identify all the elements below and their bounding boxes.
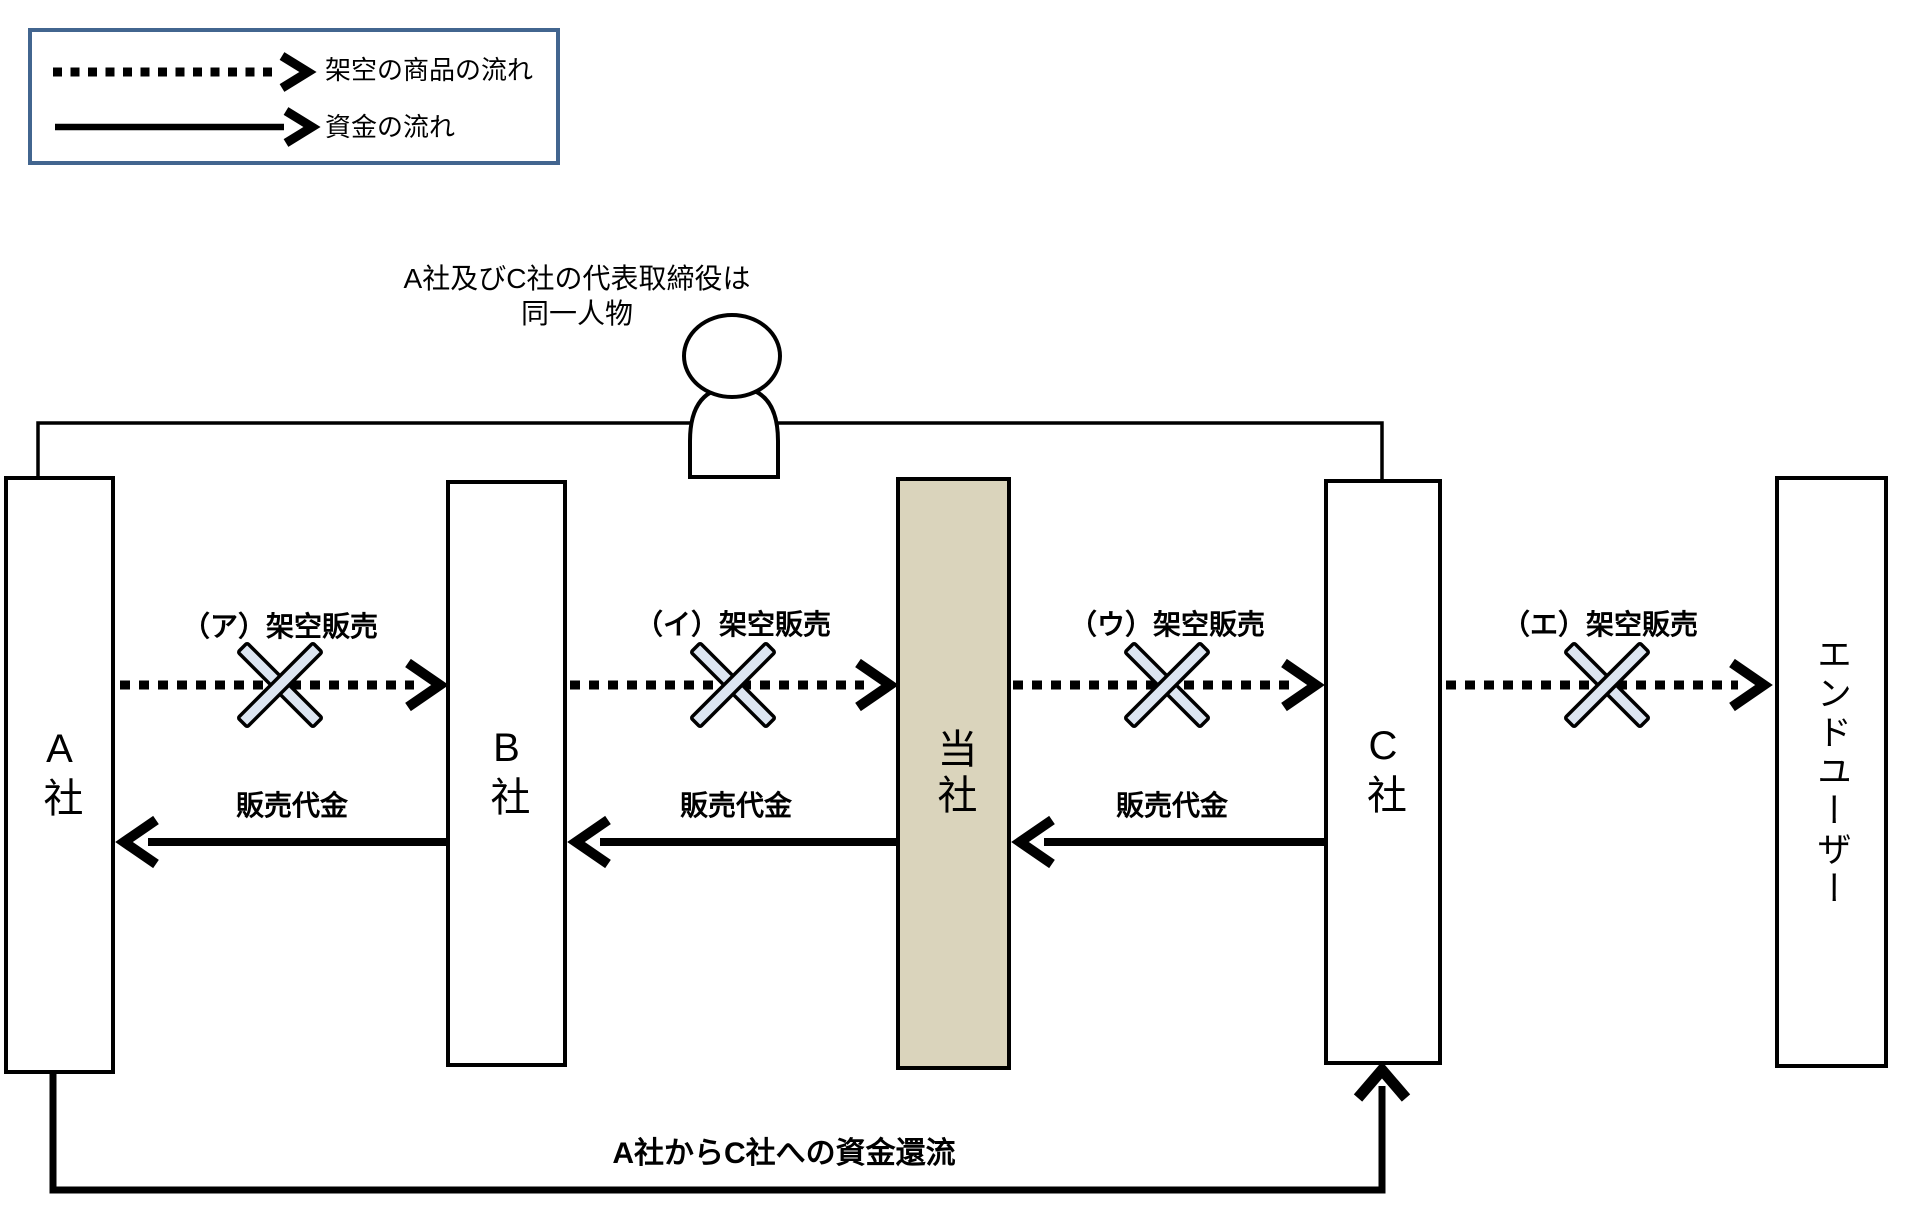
fictitious-flow-arrow-b-to-own bbox=[570, 658, 899, 712]
person-icon bbox=[682, 313, 782, 479]
legend-solid-arrow bbox=[55, 107, 321, 147]
x-mark-icon bbox=[690, 642, 776, 728]
note-line-1: A社及びC社の代表取締役は bbox=[403, 263, 751, 294]
fictitious-flow-arrow-c-to-enduser bbox=[1446, 658, 1773, 712]
person-body bbox=[688, 384, 780, 479]
payment-label-own-to-b: 販売代金 bbox=[679, 790, 792, 821]
fictitious-flow-arrow-own-to-c bbox=[1013, 658, 1325, 712]
payment-label-c-to-own: 販売代金 bbox=[1115, 790, 1228, 821]
fictitious-sale-label-e: （エ）架空販売 bbox=[1501, 609, 1698, 640]
x-mark-icon bbox=[1124, 642, 1210, 728]
end-user-box: エンドユーザー bbox=[1775, 476, 1888, 1068]
legend-box: 架空の商品の流れ 資金の流れ bbox=[28, 28, 560, 165]
payment-arrow-b-to-a bbox=[115, 815, 446, 869]
payment-arrow-c-to-own bbox=[1011, 815, 1324, 869]
fictitious-sale-label-a: （ア）架空販売 bbox=[181, 611, 378, 642]
company-c-box: C社 bbox=[1324, 479, 1442, 1065]
person-head bbox=[682, 313, 782, 399]
fictitious-sale-label-i: （イ）架空販売 bbox=[634, 609, 831, 640]
fictitious-flow-arrow-a-to-b bbox=[120, 658, 449, 712]
company-b-box: B社 bbox=[446, 480, 567, 1067]
own-company-label: 当社 bbox=[931, 727, 976, 820]
company-a-label: A社 bbox=[37, 727, 82, 823]
company-b-label: B社 bbox=[484, 725, 529, 822]
payment-label-b-to-a: 販売代金 bbox=[235, 790, 348, 821]
legend-arrows bbox=[53, 52, 321, 147]
legend-funds-label: 資金の流れ bbox=[325, 112, 456, 142]
kickback-label: A社からC社への資金還流 bbox=[612, 1137, 956, 1170]
payment-arrow-own-to-b bbox=[567, 815, 897, 869]
legend-dotted-arrow bbox=[53, 52, 317, 92]
own-company-box: 当社 bbox=[896, 477, 1011, 1070]
end-user-label: エンドユーザー bbox=[1812, 635, 1851, 909]
company-c-label: C社 bbox=[1361, 724, 1405, 820]
x-mark-icon bbox=[1564, 642, 1650, 728]
note-line-2: 同一人物 bbox=[520, 298, 633, 329]
company-a-box: A社 bbox=[4, 476, 115, 1074]
x-mark-icon bbox=[237, 642, 323, 728]
kickback-arrow bbox=[49, 1061, 1411, 1194]
same-director-note: A社及びC社の代表取締役は 同一人物 bbox=[377, 261, 777, 331]
legend-fictitious-goods-label: 架空の商品の流れ bbox=[325, 55, 534, 85]
fictitious-sale-label-u: （ウ）架空販売 bbox=[1068, 609, 1265, 640]
